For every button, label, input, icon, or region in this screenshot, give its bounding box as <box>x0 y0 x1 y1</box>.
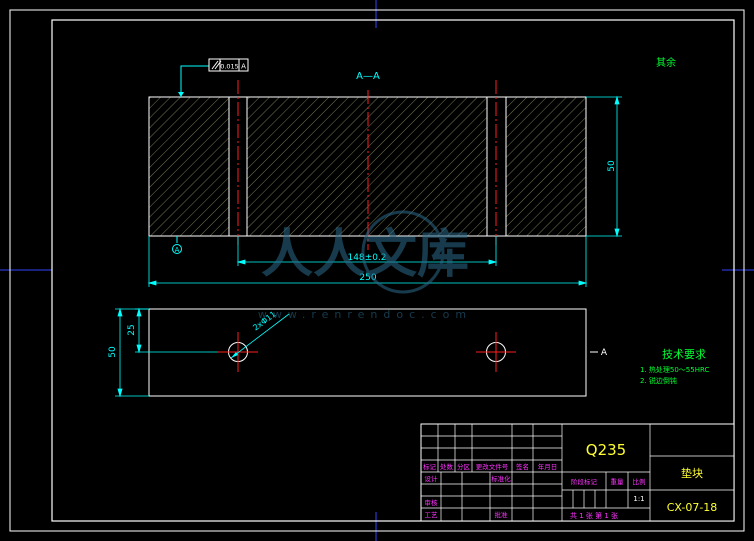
svg-text:A: A <box>175 246 180 254</box>
dim-overall-length <box>147 236 588 287</box>
sheet-info: 共 1 张 第 1 张 <box>570 511 618 520</box>
plan-outline <box>148 308 587 397</box>
svg-text:标记: 标记 <box>423 462 437 471</box>
hole-right <box>476 332 516 372</box>
section-centerlines <box>237 80 497 250</box>
dim-outer-height-text: 50 <box>108 346 118 358</box>
part-name: 垫块 <box>681 466 703 480</box>
row-review: 审核 <box>425 498 439 507</box>
svg-text:A: A <box>601 348 608 358</box>
dim-height-text: 50 <box>607 160 617 172</box>
outer-border <box>9 9 745 532</box>
tolerance-frame: 0.015 A <box>178 58 249 97</box>
dim-hole-spacing-text: 148±0.2 <box>347 253 386 263</box>
scale-value: 1:1 <box>633 495 644 503</box>
watermark: 人人文库 www.renrendoc.com <box>258 210 472 321</box>
scale-label: 比例 <box>633 477 646 486</box>
svg-text:年月日: 年月日 <box>538 462 558 471</box>
stage-label: 阶段标记 <box>571 477 598 486</box>
section-cut-mark: A <box>590 348 608 358</box>
weight-label: 重量 <box>611 478 625 486</box>
title-block: 标记 处数 分区 更改文件号 签名 年月日 设计 标准化 审核 工艺 批准 阶段… <box>420 423 735 522</box>
hole-left <box>218 332 258 372</box>
dim-outer-height <box>115 307 149 398</box>
dim-center-height-text: 25 <box>127 324 137 335</box>
svg-text:签名: 签名 <box>516 462 529 471</box>
svg-text:更改文件号: 更改文件号 <box>476 462 509 471</box>
row-design: 设计 <box>425 474 439 483</box>
tolerance-value: 0.015 <box>220 63 239 71</box>
dim-overall-length-text: 250 <box>359 273 376 283</box>
dim-center-height <box>135 307 218 354</box>
dim-hole-spacing <box>236 236 498 266</box>
hatch-right <box>506 97 586 236</box>
tolerance-datum: A <box>241 63 246 71</box>
section-view <box>148 80 587 250</box>
tech-req-item-2: 2. 锐边倒钝 <box>640 376 677 385</box>
inner-border <box>51 19 735 522</box>
material: Q235 <box>586 441 626 459</box>
section-label: A—A <box>356 71 380 82</box>
watermark-url: www.renrendoc.com <box>258 308 472 321</box>
row-standardize: 标准化 <box>491 474 511 483</box>
watermark-logo <box>361 210 445 294</box>
row-process: 工艺 <box>425 511 439 519</box>
hatch-left <box>149 97 229 236</box>
watermark-text: 人人文库 <box>261 225 469 285</box>
dim-height <box>586 95 622 238</box>
svg-text:处数: 处数 <box>440 462 454 471</box>
svg-text:分区: 分区 <box>457 462 471 471</box>
datum-marker: A <box>172 236 182 254</box>
row-approve: 批准 <box>495 510 509 519</box>
tech-req-heading: 技术要求 <box>662 348 706 361</box>
roughness-note: 其余 <box>656 56 676 69</box>
parallelism-icon <box>211 60 219 70</box>
drawing-number: CX-07-18 <box>667 501 718 514</box>
hatch-middle <box>247 97 487 236</box>
tech-req-item-1: 1. 热处理50～55HRC <box>640 365 709 374</box>
